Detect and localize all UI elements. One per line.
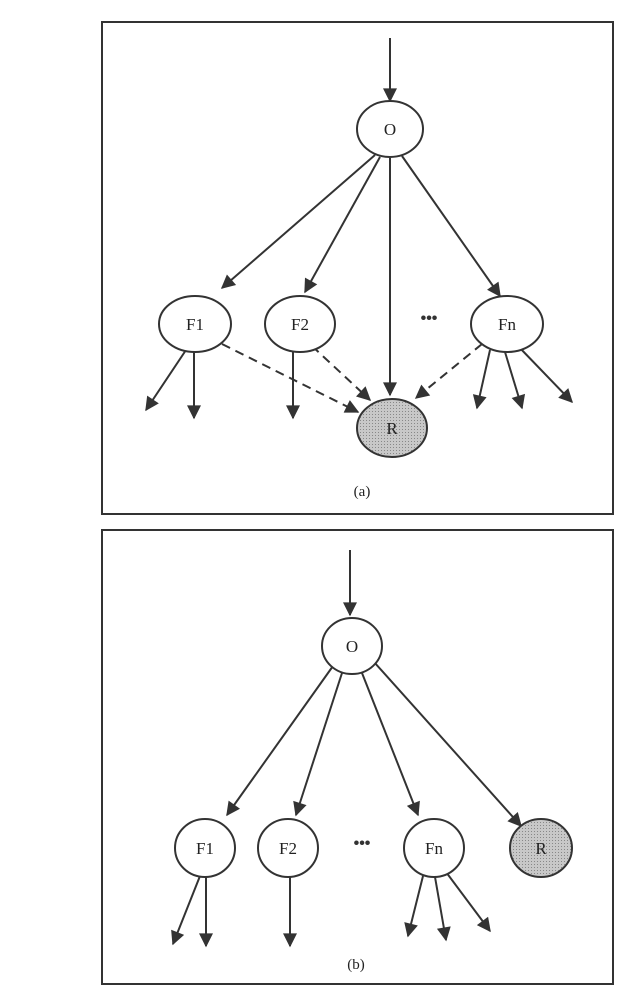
edge-a-fn-out-3: [517, 345, 573, 404]
edge-a-fn-out-1: [472, 349, 491, 410]
panel-a-ellipsis: •••: [421, 310, 438, 327]
edge-b-o-to-r: [373, 661, 522, 828]
panel-b-node-f1: F1: [174, 818, 236, 878]
edge-a-o-to-f1: [220, 154, 376, 289]
panel-b-node-f1-label: F1: [196, 839, 214, 858]
panel-b-node-fn: Fn: [403, 818, 465, 878]
panel-b-edges: [171, 550, 522, 948]
panel-a-node-o-label: O: [384, 120, 396, 139]
panel-a-node-r: R: [356, 398, 428, 458]
panel-a-node-fn: Fn: [470, 295, 544, 353]
panel-a-caption: (a): [354, 484, 371, 500]
edge-b-fn-out-2: [434, 876, 451, 942]
panel-b-node-r-label: R: [535, 839, 547, 858]
edge-a-o-to-fn: [401, 155, 501, 298]
edge-a-f1-out-1: [145, 349, 187, 412]
edge-b-o-to-f2: [293, 672, 343, 817]
edge-a-f2-to-r-dashed: [311, 345, 372, 401]
edge-b-f1-out-1: [171, 875, 201, 946]
edge-b-o-to-f1: [226, 665, 334, 817]
edge-b-o-to-fn: [361, 672, 420, 817]
panel-b-ellipsis: •••: [354, 835, 371, 852]
edge-a-o-to-f2: [304, 156, 381, 294]
panel-b-frame: [101, 529, 614, 985]
edge-a-fn-out-2: [504, 351, 526, 410]
panel-b-node-f2-label: F2: [279, 839, 297, 858]
panel-a-node-f2: F2: [264, 295, 336, 353]
panel-a-node-f1-label: F1: [186, 315, 204, 334]
edge-b-fn-out-3: [445, 871, 491, 933]
panel-b-node-r: R: [509, 818, 573, 878]
panel-a-edges: [145, 38, 573, 420]
edge-a-f1-to-r-dashed: [221, 343, 360, 413]
panel-b-node-fn-label: Fn: [425, 839, 443, 858]
panel-a-dashed-edges: [221, 343, 483, 413]
panel-a-node-o: O: [356, 100, 424, 158]
panel-b-caption: (b): [347, 957, 365, 973]
edge-b-fn-out-1: [404, 875, 424, 938]
edge-a-fn-to-r-dashed: [414, 343, 483, 399]
panel-a-node-f1: F1: [158, 295, 232, 353]
panel-a-node-fn-label: Fn: [498, 315, 516, 334]
panel-a-node-f2-label: F2: [291, 315, 309, 334]
panel-b-node-f2: F2: [257, 818, 319, 878]
panel-b-node-o-label: O: [346, 637, 358, 656]
panel-a-frame: [101, 21, 614, 515]
panel-b-node-o: O: [321, 617, 383, 675]
panel-a-node-r-label: R: [386, 419, 398, 438]
